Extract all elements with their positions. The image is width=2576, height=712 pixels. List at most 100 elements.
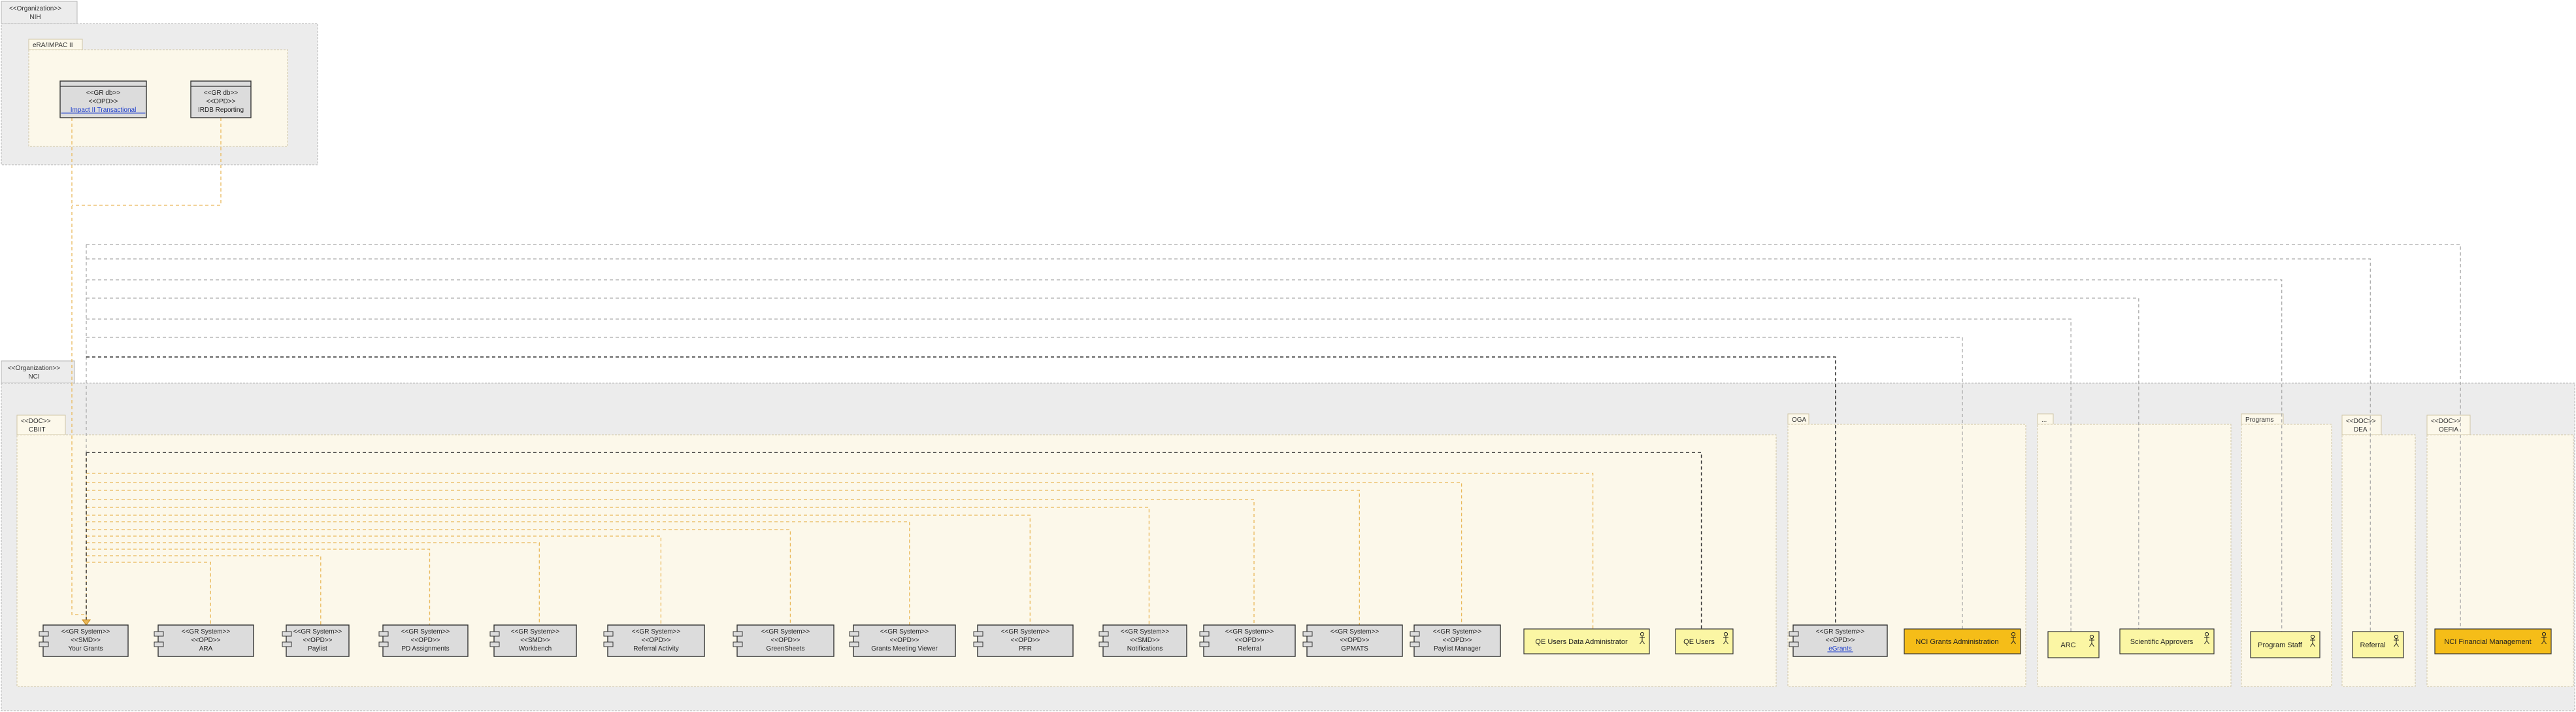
database-name: IRDB Reporting xyxy=(198,107,244,114)
database-impac[interactable]: <<GR db>><<OPD>>Impact II Transactional xyxy=(59,80,147,118)
connector-yourgrants-notifications xyxy=(86,507,1150,625)
component-icon xyxy=(1410,631,1420,647)
component-name: Referral Activity xyxy=(633,645,678,653)
stick-figure-icon xyxy=(2204,632,2209,645)
stereotype-label: <<GR System>> xyxy=(401,628,450,636)
connector-yourgrants-nci-grants-admin xyxy=(86,337,1963,629)
stereotype-label: <<OPD>> xyxy=(303,637,332,644)
stereotype-label: <<GR System>> xyxy=(1816,628,1865,636)
component-paylist[interactable]: <<GR System>><<OPD>>Paylist xyxy=(282,624,350,657)
connector-yourgrants-green-sheets xyxy=(86,529,791,625)
stereotype-label: <<GR System>> xyxy=(1225,628,1274,636)
stereotype-label: <<OPD>> xyxy=(889,637,919,644)
actor-name: Scientific Approvers xyxy=(2130,638,2194,646)
package-name: OGA xyxy=(1792,416,1807,424)
connector-yourgrants-scientific-approvers xyxy=(86,297,2139,629)
stick-figure-icon xyxy=(2089,634,2094,647)
actor-referral-actor[interactable]: Referral xyxy=(2352,631,2404,658)
actor-scientific-approvers[interactable]: Scientific Approvers xyxy=(2119,628,2215,654)
actor-arc[interactable]: ARC xyxy=(2047,631,2100,658)
stereotype-label: <<OPD>> xyxy=(1340,637,1369,644)
component-grants-meeting-viewer[interactable]: <<GR System>><<OPD>>Grants Meeting Viewe… xyxy=(849,624,956,657)
package-name: ... xyxy=(2041,416,2047,424)
component-workbench[interactable]: <<GR System>><<SMD>>Workbench xyxy=(489,624,577,657)
stereotype-label: <<GR db>> xyxy=(86,90,120,97)
actor-name: QE Users Data Administrator xyxy=(1535,638,1628,646)
package-stereotype: <<DOC>> xyxy=(2346,418,2376,425)
stereotype-label: <<GR System>> xyxy=(293,628,342,636)
stick-figure-icon xyxy=(1723,632,1728,645)
component-name: PD Assignments xyxy=(401,645,449,653)
component-icon xyxy=(1199,631,1210,647)
actor-name: Referral xyxy=(2360,641,2385,649)
stereotype-label: <<GR System>> xyxy=(761,628,810,636)
component-name: GPMATS xyxy=(1341,645,1368,653)
package-stereotype: <<DOC>> xyxy=(21,418,51,425)
package-name: OEFIA xyxy=(2439,426,2458,433)
component-egrants[interactable]: <<GR System>><<OPD>>eGrants xyxy=(1789,624,1888,657)
connector-yourgrants-qe-data-admin xyxy=(86,473,1594,629)
component-notifications[interactable]: <<GR System>><<SMD>>Notifications xyxy=(1098,624,1187,657)
stereotype-label: <<GR System>> xyxy=(1433,628,1482,636)
component-icon xyxy=(282,631,292,647)
actor-name: NCI Financial Management xyxy=(2444,638,2531,646)
actor-name: NCI Grants Administration xyxy=(1915,638,1998,646)
stereotype-label: <<GR System>> xyxy=(61,628,110,636)
component-pd-assignments[interactable]: <<GR System>><<OPD>>PD Assignments xyxy=(378,624,469,657)
component-icon xyxy=(378,631,389,647)
stereotype-label: <<OPD>> xyxy=(770,637,800,644)
component-icon xyxy=(489,631,500,647)
stereotype-label: <<GR db>> xyxy=(204,90,238,97)
component-referral[interactable]: <<GR System>><<OPD>>Referral xyxy=(1199,624,1296,657)
actor-program-staff[interactable]: Program Staff xyxy=(2250,631,2320,658)
organization-name: NIH xyxy=(29,14,41,21)
package-name: DEA xyxy=(2354,426,2368,433)
actor-qe-data-admin[interactable]: QE Users Data Administrator xyxy=(1523,628,1650,654)
stereotype-label: <<GR System>> xyxy=(1330,628,1379,636)
actor-name: Program Staff xyxy=(2258,641,2303,649)
component-paylist-manager[interactable]: <<GR System>><<OPD>>Paylist Manager xyxy=(1410,624,1501,657)
component-green-sheets[interactable]: <<GR System>><<OPD>>GreenSheets xyxy=(733,624,834,657)
component-name: Grants Meeting Viewer xyxy=(871,645,938,653)
actor-nci-financial-mgmt[interactable]: NCI Financial Management xyxy=(2434,628,2552,654)
component-icon xyxy=(39,631,49,647)
component-ara[interactable]: <<GR System>><<OPD>>ARA xyxy=(154,624,254,657)
organization-name: NCI xyxy=(28,373,39,381)
component-icon xyxy=(1789,631,1799,647)
actor-qe-users[interactable]: QE Users xyxy=(1675,628,1734,654)
arrowhead-your-grants xyxy=(82,619,91,626)
connector-yourgrants-egrants xyxy=(86,356,1836,625)
stereotype-label: <<GR System>> xyxy=(1121,628,1170,636)
component-icon xyxy=(973,631,983,647)
component-gpmats[interactable]: <<GR System>><<OPD>>GPMATS xyxy=(1302,624,1403,657)
stick-figure-icon xyxy=(2394,634,2399,647)
component-name: Your Grants xyxy=(69,645,103,653)
component-pfr[interactable]: <<GR System>><<OPD>>PFR xyxy=(973,624,1074,657)
database-name: Impact II Transactional xyxy=(71,107,137,114)
actor-nci-grants-admin[interactable]: NCI Grants Administration xyxy=(1904,628,2021,654)
organization-stereotype: <<Organization>> xyxy=(8,365,60,372)
stick-figure-icon xyxy=(2011,632,2016,645)
component-name: Notifications xyxy=(1127,645,1163,653)
package-stereotype: <<DOC>> xyxy=(2431,418,2461,425)
component-name: Paylist Manager xyxy=(1434,645,1481,653)
stereotype-label: <<GR System>> xyxy=(880,628,929,636)
connectors-layer xyxy=(71,118,2461,632)
connector-yourgrants-referral-actor xyxy=(86,258,2371,632)
component-icon xyxy=(1098,631,1109,647)
database-irdb[interactable]: <<GR db>><<OPD>> IRDB Reporting xyxy=(190,80,252,118)
component-name: Workbench xyxy=(519,645,552,653)
stereotype-label: <<OPD>> xyxy=(206,98,235,105)
connector-yourgrants-qe-users xyxy=(86,452,1702,629)
stereotype-label: <<OPD>> xyxy=(1442,637,1472,644)
stereotype-label: <<SMD>> xyxy=(1130,637,1160,644)
component-icon xyxy=(1302,631,1313,647)
package-name: eRA/IMPAC II xyxy=(33,42,73,49)
component-icon xyxy=(154,631,164,647)
stereotype-label: <<OPD>> xyxy=(1825,637,1855,644)
connector-impac-yourgrants xyxy=(71,118,87,625)
component-name: ARA xyxy=(199,645,213,653)
component-referral-activity[interactable]: <<GR System>><<OPD>>Referral Activity xyxy=(603,624,705,657)
component-your-grants[interactable]: <<GR System>><<SMD>>Your Grants xyxy=(39,624,129,657)
